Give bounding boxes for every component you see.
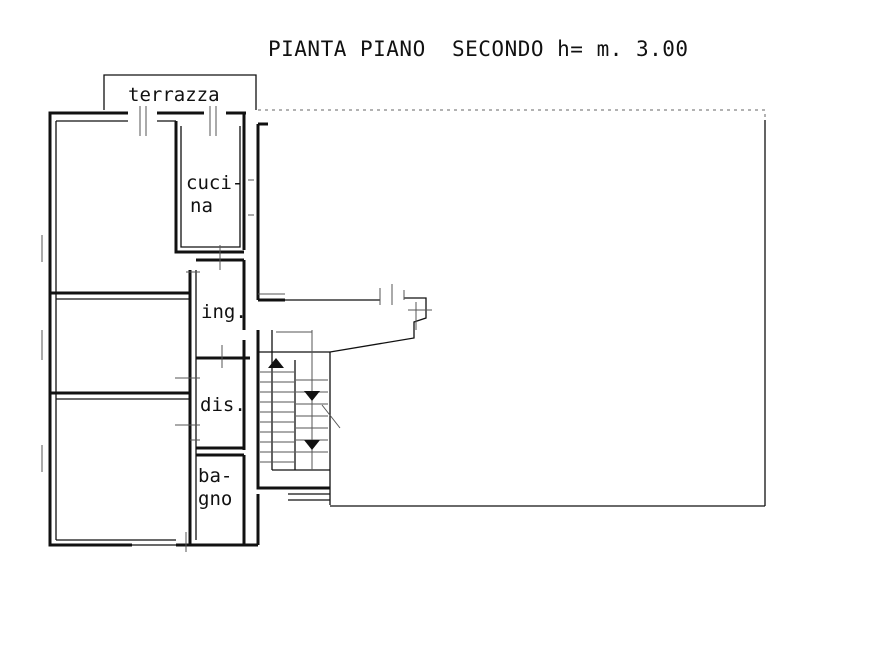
stair-down-arrow-icon [304, 391, 320, 401]
entrance: ing. [186, 245, 285, 360]
kitchen: cuci- na [174, 121, 268, 300]
room-label-bagno-1: ba- [198, 465, 232, 487]
stair-down-arrow-icon-2 [304, 440, 320, 450]
bedroom-partitions [50, 270, 197, 545]
landing [285, 284, 432, 353]
stair-up-arrow-icon [268, 358, 284, 368]
staircase [256, 330, 341, 505]
bathroom: ba- gno [190, 439, 246, 545]
room-label-ingresso: ing. [201, 301, 247, 323]
adjacent-property-outline [258, 109, 766, 507]
hall: dis. [175, 340, 246, 450]
room-label-cucina-2: na [190, 195, 213, 217]
window-marks [41, 106, 217, 552]
room-label-disimpegno: dis. [200, 394, 246, 416]
exterior-walls [48, 111, 260, 547]
terrace: terrazza [103, 74, 257, 110]
room-label-cucina-1: cuci- [186, 172, 243, 194]
plan-title: PIANTA PIANO SECONDO h= m. 3.00 [268, 37, 689, 61]
room-label-terrazza: terrazza [128, 84, 220, 106]
room-label-bagno-2: gno [198, 488, 232, 510]
